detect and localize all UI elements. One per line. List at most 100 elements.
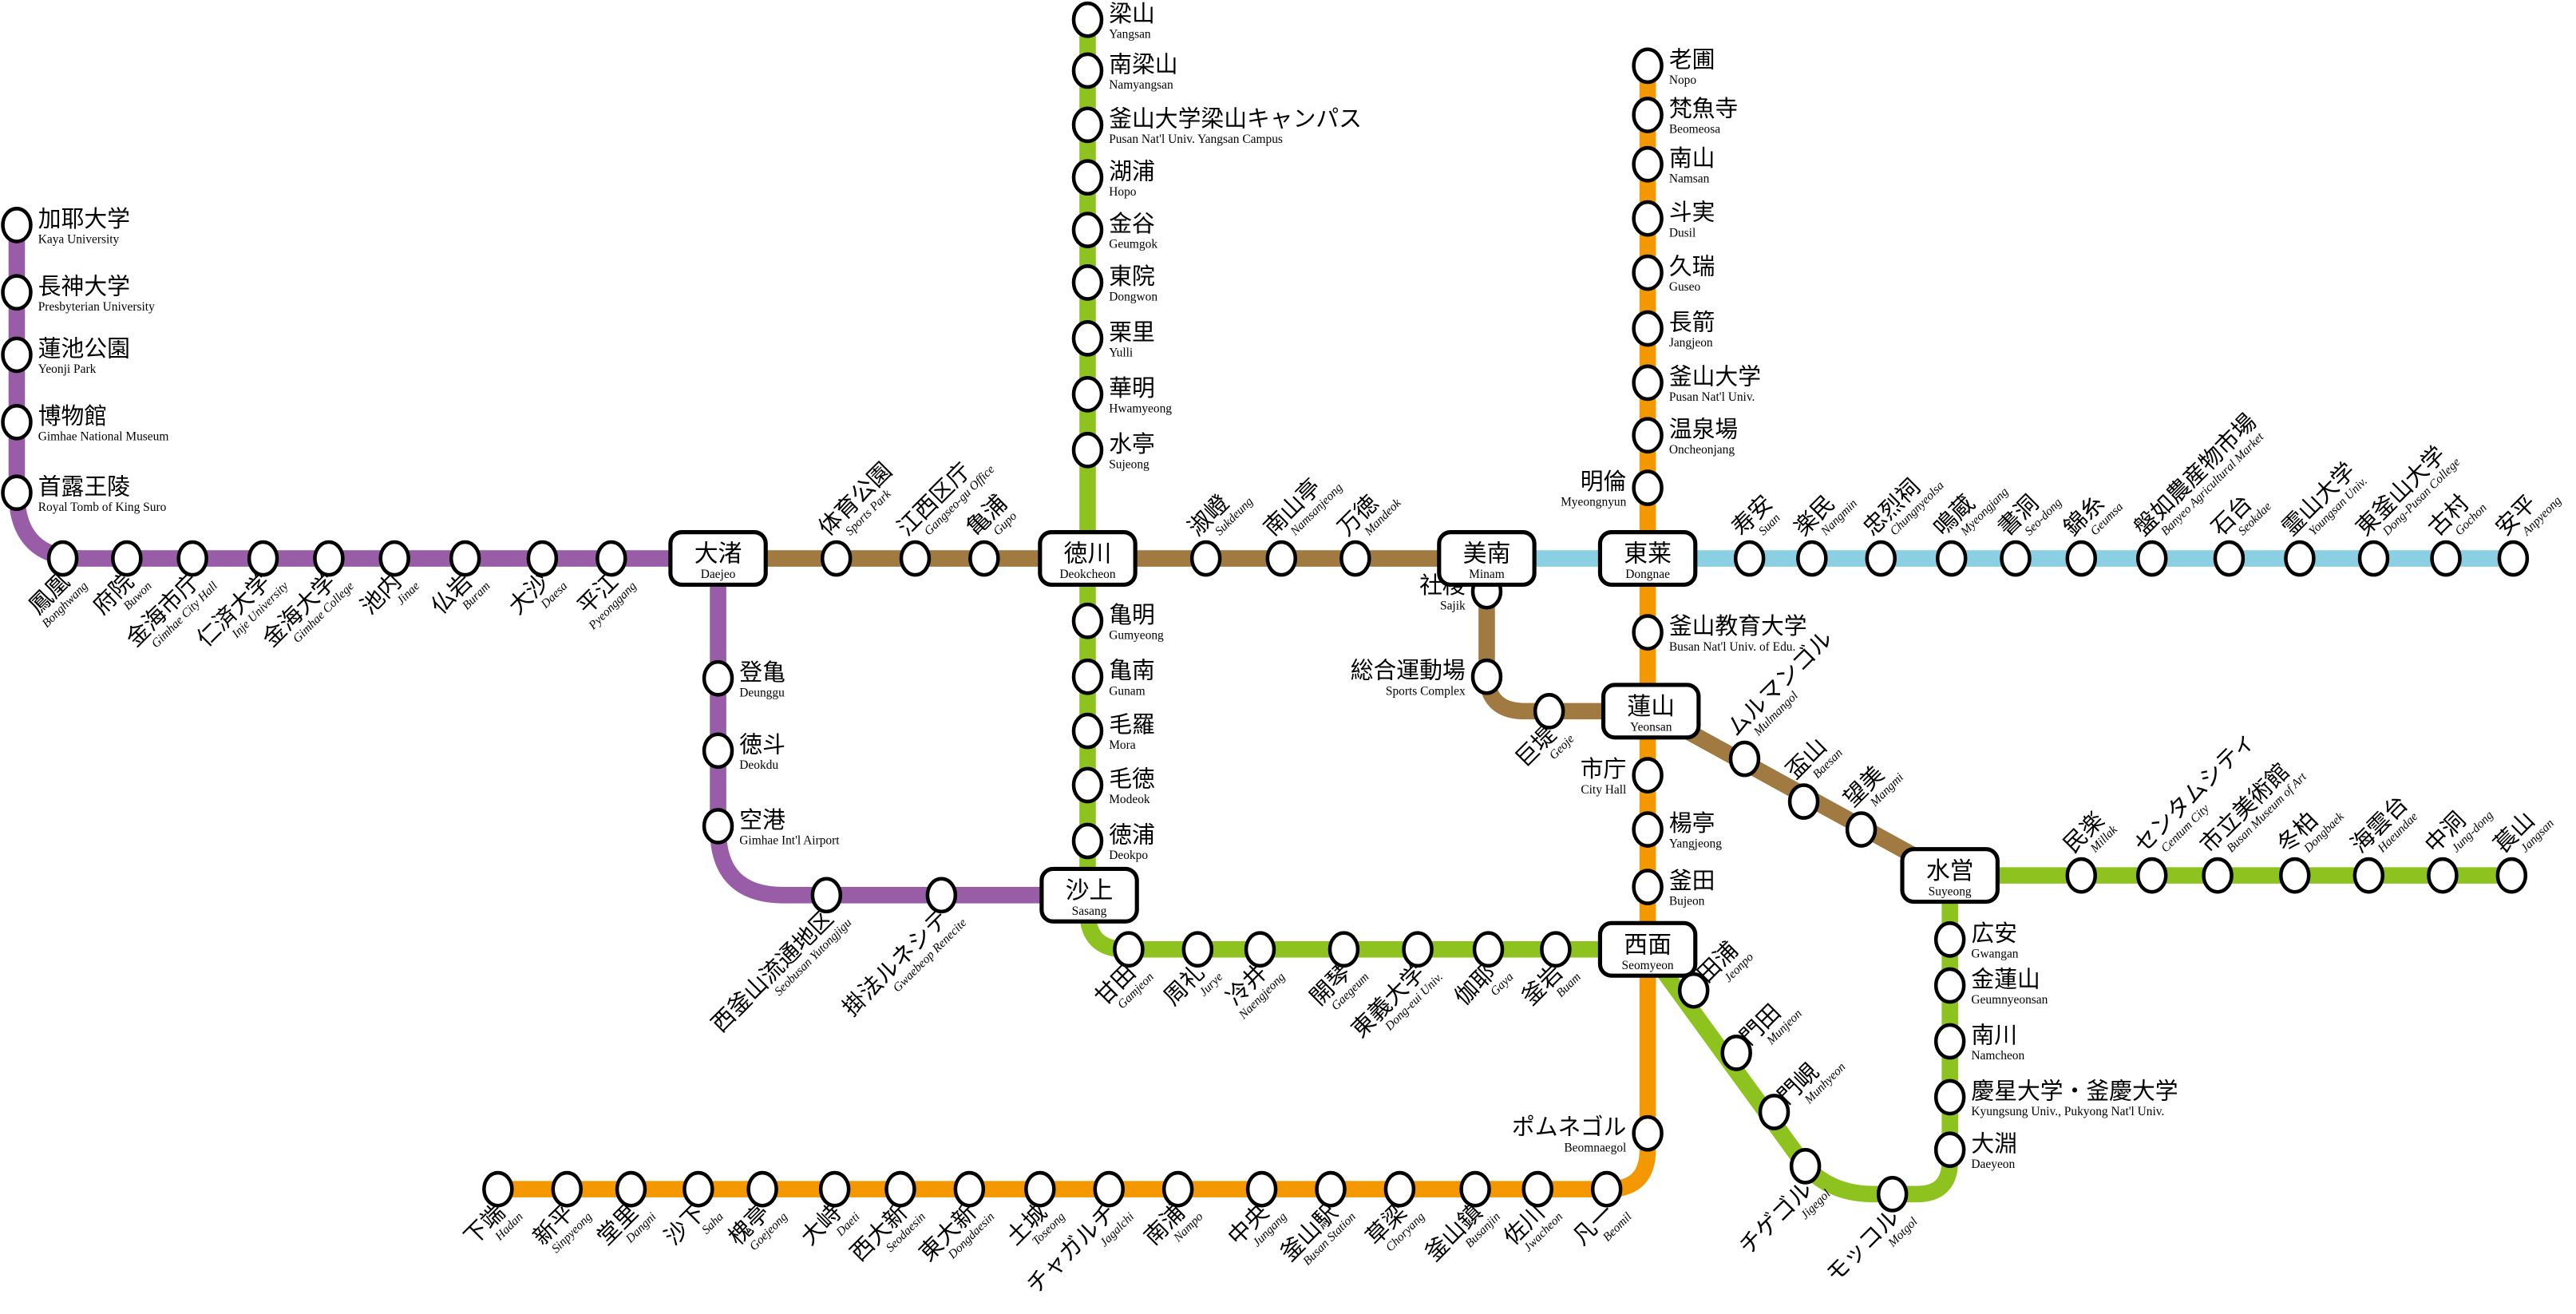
station-marker	[1632, 469, 1664, 506]
station-name-ja: 温泉場	[1669, 415, 1738, 442]
station-name-en: Hopo	[1109, 185, 1137, 199]
station-name-ja: 西釜山流通地区	[706, 904, 839, 1038]
station-marker	[1071, 431, 1104, 469]
station-marker	[1789, 1147, 1822, 1185]
station-marker	[1632, 47, 1664, 85]
station-name-ja: 登亀	[739, 659, 785, 686]
station-marker	[2352, 857, 2385, 894]
station-marker	[1865, 540, 1897, 577]
station-marker	[1632, 757, 1664, 794]
station-marker	[2000, 540, 2032, 577]
station-marker	[2284, 540, 2316, 577]
station-name-en: Jangjeon	[1669, 336, 1713, 350]
station-name-ja: 栗里	[1109, 319, 1155, 346]
station-marker	[1328, 931, 1360, 968]
station-marker	[482, 1170, 514, 1208]
station-name-ja: 老圃	[1669, 46, 1715, 73]
station-name-en: Yeonji Park	[38, 362, 97, 376]
station-marker	[2430, 540, 2462, 577]
station-name-en: Myeongnyun	[1561, 496, 1627, 509]
station-marker	[1845, 811, 1878, 848]
station-name-ja: 毛羅	[1109, 711, 1155, 738]
station-marker	[1876, 1175, 1909, 1213]
station-marker	[1935, 540, 1968, 577]
station-name-en: Geumgok	[1109, 238, 1157, 251]
station-name-ja: 水亭	[1109, 430, 1155, 457]
station-name-en: Namsan	[1669, 172, 1710, 185]
station-name-en: Oncheonjang	[1669, 443, 1735, 457]
station-marker	[1533, 693, 1565, 730]
station-name-ja: 金谷	[1109, 210, 1155, 237]
station-marker	[1161, 1170, 1194, 1208]
station-name-en: Presbyterian University	[38, 300, 155, 314]
station-name-en: Pusan Nat'l Univ.	[1669, 390, 1755, 404]
station-name-ja: 金蓮山	[1971, 966, 2040, 993]
interchange-box	[1039, 866, 1139, 924]
station-name-en: Mora	[1109, 738, 1136, 752]
station-marker	[1071, 375, 1104, 413]
station-marker	[615, 1170, 647, 1208]
station-name-en: Kaya University	[38, 233, 120, 247]
station-name-ja: ポムネゴル	[1512, 1114, 1626, 1141]
station-name-en: Guseo	[1669, 280, 1701, 294]
station-marker	[2495, 857, 2528, 894]
station-marker	[1632, 145, 1664, 183]
interchange-name-en: Daejeo	[701, 568, 736, 581]
station-marker	[1071, 822, 1104, 860]
station-marker	[247, 540, 279, 577]
route-line-line2	[1079, 19, 2512, 1203]
station-marker	[2065, 857, 2098, 894]
station-marker	[1315, 1170, 1347, 1208]
interchange-name-en: Deokcheon	[1059, 568, 1116, 581]
station-marker	[1632, 869, 1664, 905]
station-name-en: Sports Complex	[1386, 684, 1466, 698]
station-name-en: Gwangan	[1971, 948, 2018, 961]
station-name-ja: 毛徳	[1109, 766, 1155, 793]
station-marker	[1189, 540, 1222, 577]
station-marker	[1540, 931, 1572, 968]
station-marker	[1071, 766, 1104, 804]
station-name-ja: 首露王陵	[38, 473, 130, 500]
station-name-ja: 湖浦	[1109, 157, 1155, 184]
station-marker	[1265, 540, 1298, 577]
station-marker	[526, 540, 559, 577]
station-marker	[1071, 1, 1104, 38]
station-name-ja: 明倫	[1581, 468, 1627, 495]
interchange-box	[1597, 530, 1698, 588]
station-marker	[683, 1170, 714, 1208]
station-marker	[1632, 200, 1664, 237]
station-name-ja: 掛法ルネシテ	[837, 904, 953, 1021]
station-marker	[1632, 310, 1664, 347]
station-name-en: City Hall	[1581, 783, 1626, 797]
station-name-ja: 東院	[1109, 263, 1155, 290]
station-name-en: Sujeong	[1109, 457, 1150, 471]
station-marker	[884, 1170, 916, 1208]
interchange-box	[1038, 530, 1138, 588]
station-marker	[449, 540, 481, 577]
station-marker	[899, 540, 932, 577]
station-marker	[1383, 1170, 1416, 1208]
station-marker	[2135, 540, 2168, 577]
station-name-en: Beomnaegol	[1564, 1141, 1626, 1154]
station-name-en: Gimhae Int'l Airport	[739, 834, 840, 848]
interchange-box	[1900, 847, 2000, 904]
interchange-layer: 大渚Daejeo徳川Deokcheon美南Minam東莱Dongnae蓮山Yeo…	[668, 530, 2000, 978]
